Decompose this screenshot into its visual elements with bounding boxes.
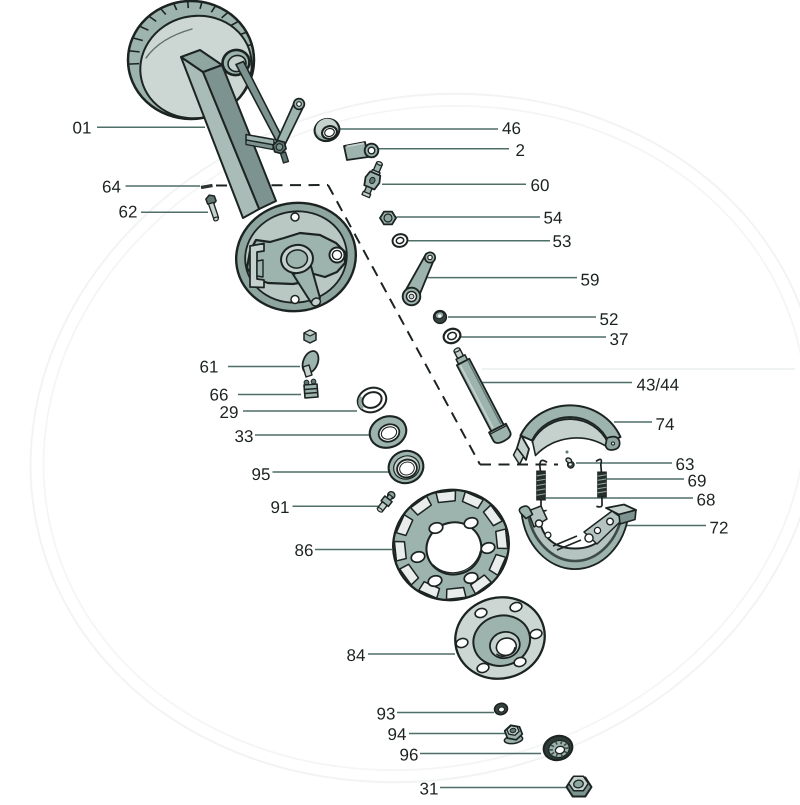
svg-text:95: 95 [252,465,271,484]
svg-text:93: 93 [377,705,396,724]
svg-text:54: 54 [544,209,563,228]
svg-text:29: 29 [220,403,239,422]
svg-text:74: 74 [656,415,675,434]
svg-text:33: 33 [235,427,254,446]
svg-text:46: 46 [502,119,521,138]
svg-text:69: 69 [688,472,707,491]
svg-text:66: 66 [210,386,229,405]
svg-text:59: 59 [581,271,600,290]
svg-text:72: 72 [710,519,729,538]
svg-text:68: 68 [697,491,716,510]
svg-text:2: 2 [516,141,525,160]
svg-text:86: 86 [295,541,314,560]
svg-text:60: 60 [531,176,550,195]
svg-text:43/44: 43/44 [637,376,680,395]
svg-text:31: 31 [420,780,439,799]
svg-text:96: 96 [400,746,419,765]
svg-text:61: 61 [200,358,219,377]
svg-text:37: 37 [610,330,629,349]
svg-text:62: 62 [119,203,138,222]
svg-text:64: 64 [102,178,121,197]
svg-text:84: 84 [347,646,366,665]
svg-text:53: 53 [553,232,572,251]
svg-text:52: 52 [600,310,619,329]
svg-text:91: 91 [271,498,290,517]
svg-text:01: 01 [73,119,92,138]
svg-text:94: 94 [388,725,407,744]
